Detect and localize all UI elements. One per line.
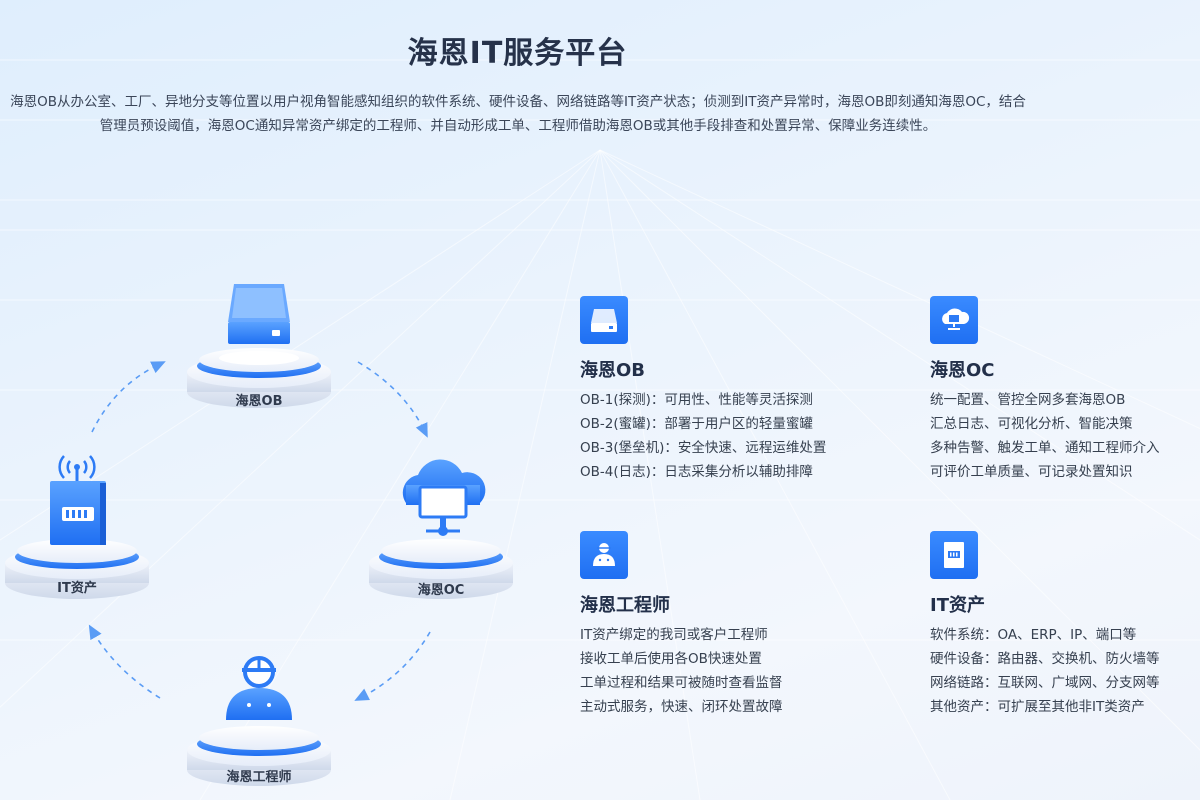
node-ob: 海恩OB — [186, 280, 332, 410]
card-oc-list: 统一配置、管控全网多套海恩OB 汇总日志、可视化分析、智能决策 多种告警、触发工… — [930, 388, 1200, 484]
card-oc: 海恩OC 统一配置、管控全网多套海恩OB 汇总日志、可视化分析、智能决策 多种告… — [930, 296, 1200, 484]
list-item: 网络链路：互联网、广域网、分支网等 — [930, 675, 1160, 691]
list-item: 其他资产：可扩展至其他非IT类资产 — [930, 699, 1145, 715]
arrow-engineer-to-it — [88, 624, 161, 699]
node-engineer-label: 海恩工程师 — [226, 770, 292, 785]
list-item: 统一配置、管控全网多套海恩OB — [930, 392, 1126, 408]
server-icon — [580, 296, 628, 344]
list-item: 可评价工单质量、可记录处置知识 — [930, 464, 1133, 480]
card-it: IT资产 软件系统：OA、ERP、IP、端口等 硬件设备：路由器、交换机、防火墙… — [930, 531, 1200, 719]
engineer-icon — [187, 656, 331, 786]
list-item: OB-1(探测)：可用性、性能等灵活探测 — [580, 392, 813, 408]
arrow-it-to-ob — [91, 361, 166, 433]
list-item: 工单过程和结果可被随时查看监督 — [580, 675, 783, 691]
arrow-oc-to-engineer — [354, 631, 431, 701]
server-icon — [187, 284, 331, 408]
list-item: 多种告警、触发工单、通知工程师介入 — [930, 440, 1160, 456]
list-item: 汇总日志、可视化分析、智能决策 — [930, 416, 1133, 432]
page-title: 海恩IT服务平台 — [407, 36, 628, 71]
cloud-monitor-icon — [930, 296, 978, 344]
cloud-monitor-icon — [369, 459, 513, 599]
node-ob-label: 海恩OB — [235, 394, 283, 409]
device-icon — [5, 455, 149, 599]
list-item: OB-2(蜜罐)：部署于用户区的轻量蜜罐 — [580, 416, 813, 432]
list-item: 硬件设备：路由器、交换机、防火墙等 — [930, 651, 1160, 667]
engineer-icon — [580, 531, 628, 579]
workflow-arrows — [88, 361, 431, 701]
card-it-title: IT资产 — [930, 595, 985, 616]
node-oc: 海恩OC — [368, 455, 514, 605]
device-icon — [930, 531, 978, 579]
node-engineer: 海恩工程师 — [186, 650, 332, 790]
page-description: 海恩OB从办公室、工厂、异地分支等位置以用户视角智能感知组织的软件系统、硬件设备… — [10, 94, 1026, 134]
card-it-list: 软件系统：OA、ERP、IP、端口等 硬件设备：路由器、交换机、防火墙等 网络链… — [930, 623, 1200, 719]
list-item: 接收工单后使用各OB快速处置 — [580, 651, 762, 667]
card-engineer: 海恩工程师 IT资产绑定的我司或客户工程师 接收工单后使用各OB快速处置 工单过… — [580, 531, 860, 719]
card-ob: 海恩OB OB-1(探测)：可用性、性能等灵活探测 OB-2(蜜罐)：部署于用户… — [580, 296, 860, 484]
workflow-diagram: 海恩OB 海恩OC — [0, 240, 560, 800]
list-item: 主动式服务，快速、闭环处置故障 — [580, 699, 783, 715]
card-ob-title: 海恩OB — [580, 360, 646, 381]
list-item: 软件系统：OA、ERP、IP、端口等 — [930, 627, 1137, 643]
card-engineer-title: 海恩工程师 — [580, 595, 670, 616]
list-item: IT资产绑定的我司或客户工程师 — [580, 627, 768, 643]
list-item: OB-4(日志)：日志采集分析以辅助排障 — [580, 464, 813, 480]
card-ob-list: OB-1(探测)：可用性、性能等灵活探测 OB-2(蜜罐)：部署于用户区的轻量蜜… — [580, 388, 860, 484]
card-oc-title: 海恩OC — [930, 360, 995, 381]
node-it: IT资产 — [4, 445, 150, 605]
node-it-label: IT资产 — [57, 581, 97, 596]
list-item: OB-3(堡垒机)：安全快速、远程运维处置 — [580, 440, 827, 456]
arrow-ob-to-oc — [357, 361, 428, 438]
node-oc-label: 海恩OC — [417, 583, 465, 598]
card-engineer-list: IT资产绑定的我司或客户工程师 接收工单后使用各OB快速处置 工单过程和结果可被… — [580, 623, 860, 719]
